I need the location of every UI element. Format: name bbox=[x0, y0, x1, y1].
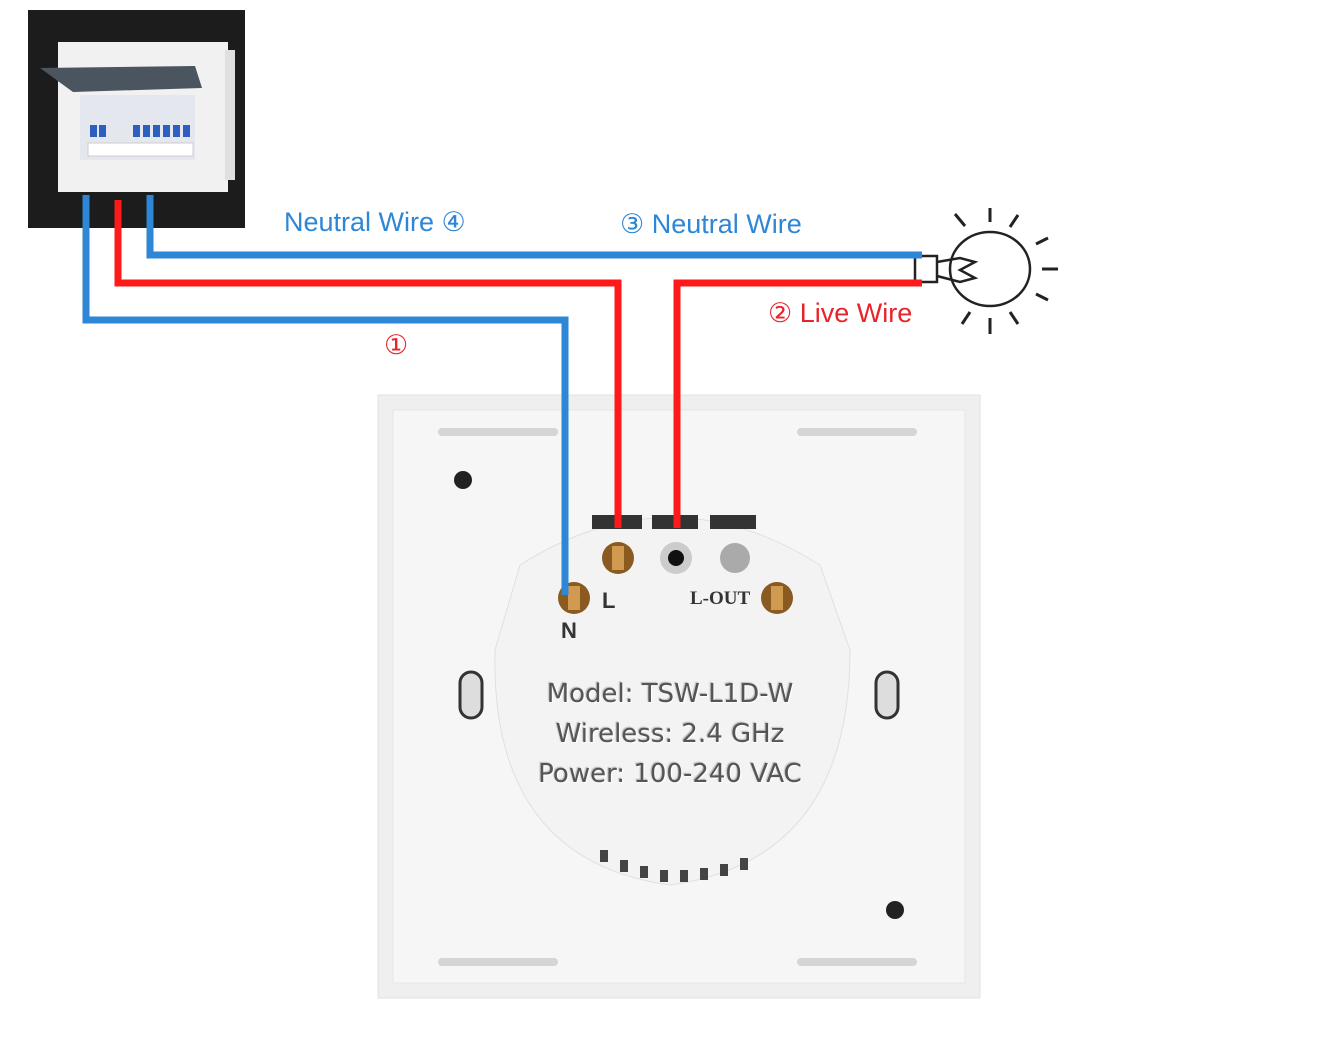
terminal-n-label: N bbox=[561, 618, 577, 643]
label-neutral-wire-4: Neutral Wire ④ bbox=[284, 207, 466, 237]
live-wire-2 bbox=[673, 279, 922, 528]
terminal-l-label: L bbox=[602, 588, 616, 613]
terminal-screws bbox=[558, 542, 793, 614]
label-wire-1: ① bbox=[384, 330, 409, 360]
breaker-panel bbox=[28, 10, 245, 228]
spec-model: Model: TSW-L1D-W bbox=[546, 679, 794, 709]
switch-plate bbox=[377, 394, 981, 999]
neutral-wire-4 bbox=[146, 195, 922, 259]
live-wire-in bbox=[114, 200, 622, 528]
neutral-wire-1 bbox=[82, 195, 569, 595]
label-live-wire-2: ② Live Wire bbox=[768, 298, 913, 328]
spec-power: Power: 100-240 VAC bbox=[538, 759, 802, 789]
label-neutral-wire-3: ③ Neutral Wire bbox=[620, 209, 802, 239]
terminal-l-out-label: L-OUT bbox=[690, 588, 751, 609]
spec-wireless: Wireless: 2.4 GHz bbox=[555, 719, 785, 749]
light-bulb-icon bbox=[913, 208, 1058, 334]
